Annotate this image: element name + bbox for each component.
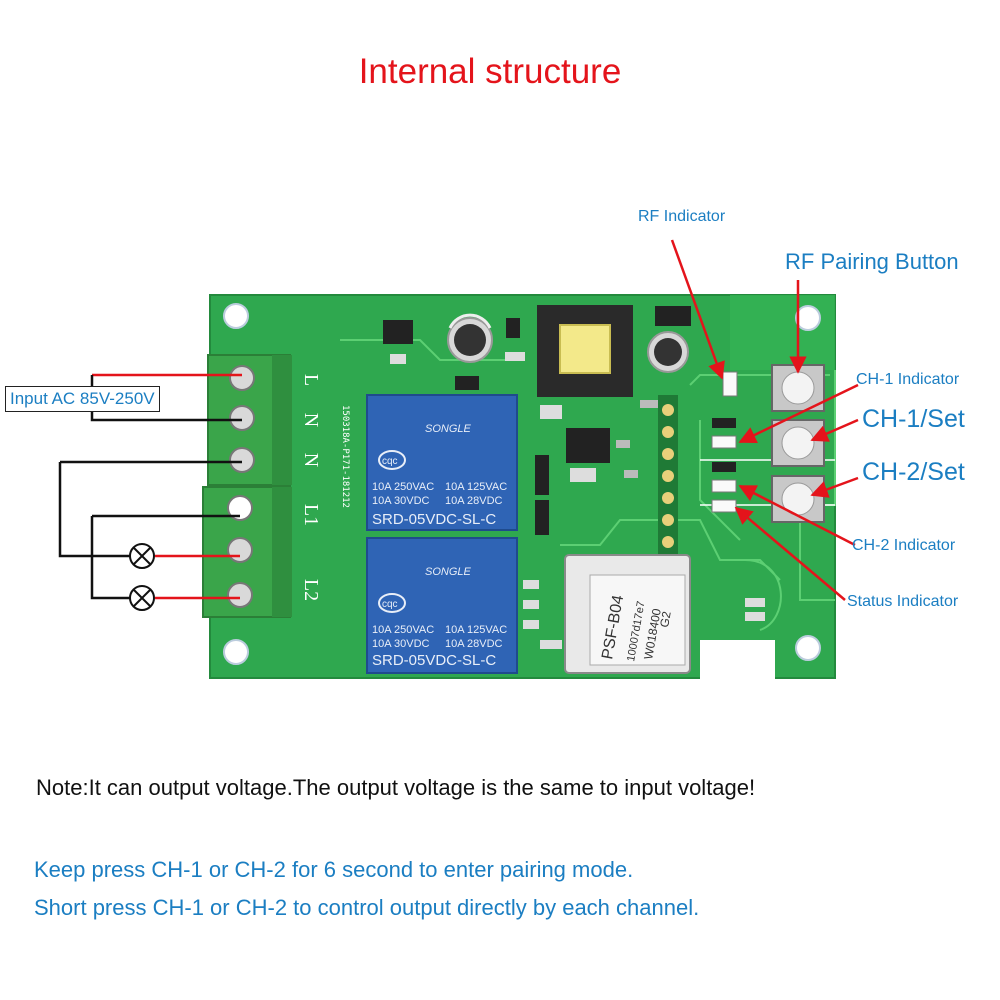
- relay-spec: 10A 250VAC: [372, 624, 434, 636]
- screw-terminal: [227, 537, 253, 563]
- wire-lamp2-return: [90, 516, 130, 600]
- relay-spec: 10A 125VAC: [445, 624, 507, 636]
- board-notch: [700, 640, 775, 680]
- page-title: Internal structure: [358, 52, 622, 91]
- ch1-set-label: CH-1/Set: [862, 405, 965, 433]
- regulator-chip: [566, 428, 610, 463]
- status-indicator-arrow: [734, 506, 846, 601]
- terminal-label: L2: [300, 579, 322, 601]
- rf-pairing-button-label: RF Pairing Button: [785, 249, 959, 274]
- board-serial: 150318A-P171-181212: [340, 405, 350, 508]
- input-voltage-label: Input AC 85V-250V: [5, 386, 160, 412]
- ic-chip: [383, 320, 413, 344]
- relay-spec: 10A 250VAC: [372, 481, 434, 493]
- wireless-module: PSF-B04 10007d17e7 W018400 G2: [564, 554, 691, 674]
- ch2-set-label: CH-2/Set: [862, 458, 965, 486]
- relay-spec: 10A 125VAC: [445, 481, 507, 493]
- diode: [655, 306, 691, 326]
- status-indicator-led: [711, 499, 737, 513]
- relay-spec: 10A 30VDC: [372, 638, 430, 650]
- relay-ch1: SONGLE cqc 10A 250VAC 10A 125VAC 10A 30V…: [366, 394, 518, 531]
- relay-brand: SONGLE: [425, 566, 472, 578]
- status-indicator-label: Status Indicator: [847, 593, 959, 610]
- rf-indicator-label: RF Indicator: [638, 208, 726, 225]
- screw-terminal: [227, 495, 253, 521]
- relay-model: SRD-05VDC-SL-C: [372, 511, 496, 528]
- terminal-label: L1: [300, 504, 322, 526]
- short-press-note: Short press CH-1 or CH-2 to control outp…: [34, 895, 700, 920]
- smd-part: [390, 354, 406, 364]
- relay-brand: SONGLE: [425, 423, 472, 435]
- ch2-indicator-label: CH-2 Indicator: [852, 537, 956, 554]
- screw-terminal: [227, 582, 253, 608]
- rf-indicator-led: [722, 371, 738, 397]
- terminal-label: L: [300, 374, 322, 386]
- relay-cert: cqc: [382, 599, 398, 610]
- lamp-icon: [129, 543, 155, 569]
- screw-terminal: [229, 447, 255, 473]
- terminal-block-output: [202, 486, 292, 618]
- screw-terminal: [229, 405, 255, 431]
- output-note: Note:It can output voltage.The output vo…: [36, 775, 756, 800]
- relay-spec: 10A 28VDC: [445, 495, 503, 507]
- ch2-indicator-led: [711, 479, 737, 493]
- relay-spec: 10A 28VDC: [445, 638, 503, 650]
- ch1-indicator-led: [711, 435, 737, 449]
- ch2-indicator-arrow: [738, 484, 856, 547]
- ch1-set-arrow: [810, 418, 859, 442]
- ch2-set-arrow: [810, 476, 859, 498]
- rf-indicator-arrow: [670, 239, 725, 380]
- terminal-label: N: [300, 413, 322, 427]
- module-label: G2: [657, 610, 674, 629]
- relay-ch2: SONGLE cqc 10A 250VAC 10A 125VAC 10A 30V…: [366, 537, 518, 674]
- terminal-label: N: [300, 453, 322, 467]
- screw-terminal: [229, 365, 255, 391]
- mount-hole: [795, 635, 821, 661]
- mount-hole: [223, 303, 249, 329]
- ch1-indicator-label: CH-1 Indicator: [856, 371, 960, 388]
- ch1-set-button[interactable]: [771, 419, 825, 467]
- ch1-indicator-arrow: [738, 383, 859, 444]
- relay-model: SRD-05VDC-SL-C: [372, 652, 496, 669]
- relay-cert: cqc: [382, 456, 398, 467]
- mount-hole: [795, 305, 821, 331]
- lamp-icon: [129, 585, 155, 611]
- pairing-note: Keep press CH-1 or CH-2 for 6 second to …: [34, 857, 634, 882]
- mount-hole: [223, 639, 249, 665]
- rf-pairing-button[interactable]: [771, 364, 825, 412]
- pin-header: [658, 395, 678, 555]
- wire-lamp1-return: [58, 462, 130, 558]
- relay-spec: 10A 30VDC: [372, 495, 430, 507]
